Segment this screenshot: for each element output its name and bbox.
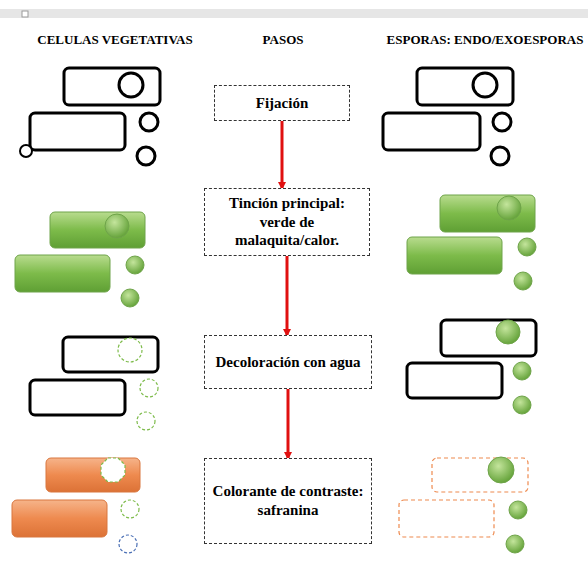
column-header: ESPORAS: ENDO/EXOESPORAS	[387, 32, 584, 48]
spore	[513, 362, 531, 380]
rod-cell	[383, 113, 480, 150]
spore	[119, 73, 143, 97]
spore	[140, 379, 158, 397]
decolorized-cells	[30, 320, 536, 430]
flow-arrow	[286, 256, 289, 335]
step-text: Fijación	[256, 94, 309, 113]
spore	[119, 535, 137, 553]
fixed-cells	[20, 68, 513, 165]
step-box: Fijación	[214, 85, 350, 121]
column-header: PASOS	[263, 32, 304, 48]
spore	[473, 73, 497, 97]
safranin-cells	[12, 457, 528, 553]
spore	[137, 147, 155, 165]
spore	[118, 338, 142, 362]
step-text: Decoloración con agua	[216, 353, 361, 372]
spore	[137, 412, 155, 430]
spore	[126, 256, 144, 274]
rod-cell	[399, 500, 494, 537]
spore	[101, 458, 125, 482]
step-text: Colorante de contraste: safranina	[211, 482, 365, 520]
rod-cell	[407, 363, 502, 398]
spore	[121, 289, 139, 307]
spore	[491, 147, 509, 165]
spore	[140, 113, 158, 131]
spore	[506, 535, 524, 553]
spore	[509, 501, 527, 519]
spore	[121, 500, 139, 518]
top-bar	[0, 9, 588, 18]
rod-cell	[432, 458, 528, 492]
spore	[514, 272, 532, 290]
rod-cell	[440, 195, 535, 232]
flow-arrow	[281, 121, 284, 188]
rod-cell	[46, 458, 140, 492]
rod-cell	[15, 255, 110, 292]
step-box: Tinción principal: verde de malaquita/ca…	[204, 188, 370, 256]
rod-cell	[64, 68, 160, 105]
spore	[488, 457, 514, 483]
rod-cell	[50, 212, 145, 248]
spore	[20, 145, 32, 157]
step-text: Tinción principal: verde de malaquita/ca…	[211, 194, 363, 250]
step-box: Decoloración con agua	[204, 335, 372, 389]
rod-cell	[417, 68, 513, 105]
rod-cell	[30, 380, 125, 415]
rod-cell	[441, 320, 536, 356]
spore	[497, 196, 521, 220]
rod-cell	[12, 500, 107, 537]
rod-cell	[407, 237, 502, 274]
flow-arrow	[287, 389, 290, 458]
spore	[105, 214, 129, 238]
rod-cell	[30, 113, 125, 150]
spore	[496, 320, 520, 344]
spore	[513, 396, 531, 414]
spore	[493, 113, 511, 131]
corner-square	[22, 11, 28, 17]
column-header: CELULAS VEGETATIVAS	[37, 32, 192, 48]
rod-cell	[63, 337, 158, 372]
step-box: Colorante de contraste: safranina	[204, 458, 372, 544]
spore	[518, 238, 536, 256]
